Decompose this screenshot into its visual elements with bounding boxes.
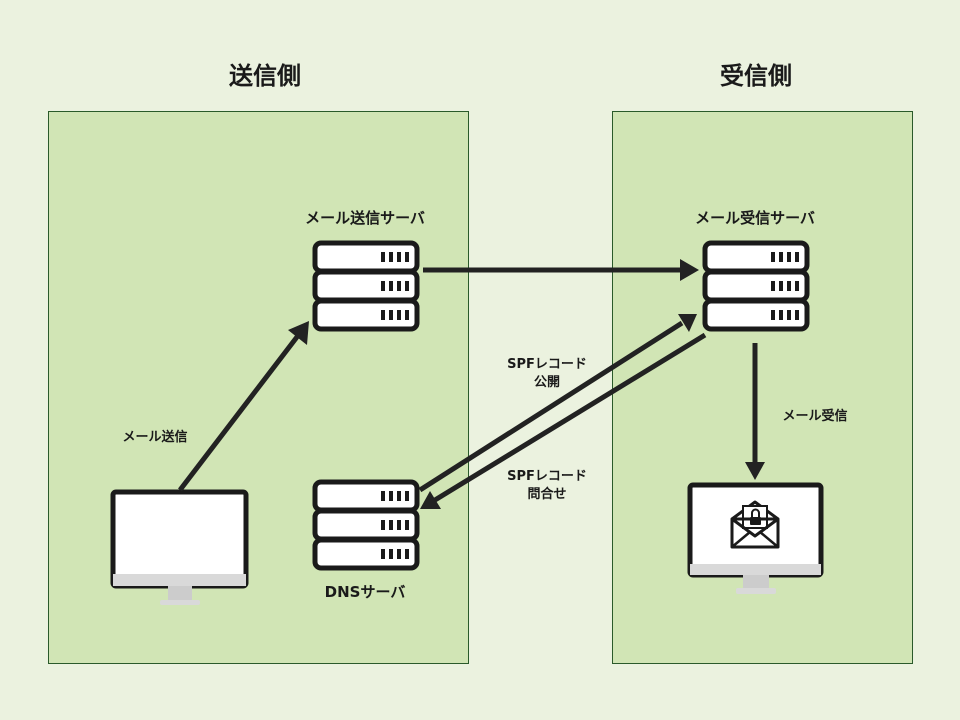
receiver-monitor-icon bbox=[687, 482, 824, 594]
mail-receive-server-label: メール受信サーバ bbox=[695, 209, 815, 227]
mail-send-server-label: メール送信サーバ bbox=[305, 209, 425, 227]
mail-receive-server-icon bbox=[705, 243, 807, 329]
spf-query-label: SPFレコード 問合せ bbox=[487, 468, 607, 504]
mail-receive-label: メール受信 bbox=[782, 409, 848, 424]
mail-receive-arrow bbox=[745, 343, 765, 480]
spf-query-line1: SPFレコード bbox=[507, 469, 587, 484]
sender-title: 送信側 bbox=[229, 62, 301, 90]
spf-publish-line1: SPFレコード bbox=[507, 357, 587, 372]
spf-query-arrow bbox=[420, 332, 707, 509]
dns-server-icon bbox=[315, 482, 417, 568]
spf-publish-line2: 公開 bbox=[533, 375, 560, 390]
mail-send-label: メール送信 bbox=[122, 430, 188, 445]
mail-send-server-icon bbox=[315, 243, 417, 329]
locked-envelope-icon bbox=[730, 500, 780, 549]
spf-query-line2: 問合せ bbox=[527, 487, 567, 502]
mail-send-arrow bbox=[178, 321, 309, 492]
sender-monitor-icon bbox=[110, 489, 249, 605]
spf-publish-arrow bbox=[418, 314, 697, 493]
dns-server-label: DNSサーバ bbox=[324, 583, 406, 601]
receiver-title: 受信側 bbox=[720, 62, 792, 90]
spf-publish-label: SPFレコード 公開 bbox=[487, 356, 607, 392]
mail-transfer-arrow bbox=[423, 259, 699, 281]
